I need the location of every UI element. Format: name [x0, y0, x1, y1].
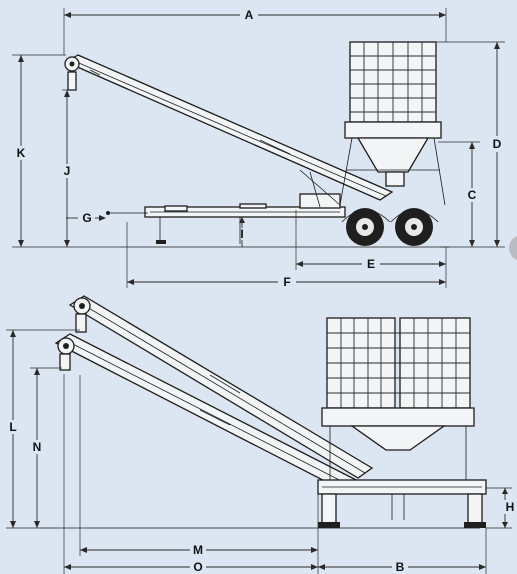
- rear-hopper-cone: [349, 425, 447, 451]
- label-I: I: [240, 227, 243, 241]
- dimension-B: B: [318, 528, 487, 574]
- dimension-N: N: [30, 367, 62, 528]
- trailer-wheels: [341, 208, 439, 246]
- twin-bulk-bags: [321, 317, 475, 488]
- label-L: L: [9, 420, 16, 434]
- label-J: J: [64, 164, 71, 178]
- trailer-frame: [106, 193, 346, 244]
- upper-conveyor-tube: [68, 295, 374, 479]
- dimension-M: M: [79, 375, 319, 574]
- label-K: K: [17, 146, 26, 160]
- dimension-L: L: [6, 329, 80, 529]
- label-G: G: [82, 211, 91, 225]
- conveyor-tube: [64, 54, 394, 208]
- label-A: A: [245, 8, 254, 22]
- hopper-cone: [356, 137, 430, 173]
- label-C: C: [468, 188, 477, 202]
- bulk-bag-hopper: [339, 41, 446, 206]
- label-D: D: [493, 137, 502, 151]
- page-edge-tab: [509, 236, 517, 260]
- label-O: O: [193, 560, 202, 574]
- label-N: N: [33, 440, 42, 454]
- side-view: A D C K: [12, 8, 505, 289]
- dimension-K: K: [12, 54, 120, 248]
- label-B: B: [396, 560, 405, 574]
- label-M: M: [193, 543, 203, 557]
- dimension-G: G: [66, 211, 106, 225]
- dimension-C: C: [438, 141, 480, 247]
- dimension-A: A: [63, 8, 447, 55]
- dimension-O: O: [63, 374, 318, 574]
- dimension-H: H: [486, 487, 515, 529]
- dimension-J: J: [62, 89, 76, 247]
- dimension-F: F: [126, 222, 447, 289]
- dimension-E: E: [295, 210, 447, 271]
- lower-conveyor-tube: [54, 333, 366, 495]
- rear-base-frame: [317, 479, 487, 528]
- dimension-D: D: [436, 41, 505, 248]
- label-F: F: [283, 275, 290, 289]
- label-E: E: [367, 257, 375, 271]
- rear-leg-right: [467, 493, 483, 527]
- label-H: H: [506, 500, 515, 514]
- rear-view: L N H M: [6, 295, 515, 574]
- dimension-I: I: [239, 217, 245, 247]
- rear-leg-left: [321, 493, 337, 527]
- conveyor-spout: [67, 71, 77, 91]
